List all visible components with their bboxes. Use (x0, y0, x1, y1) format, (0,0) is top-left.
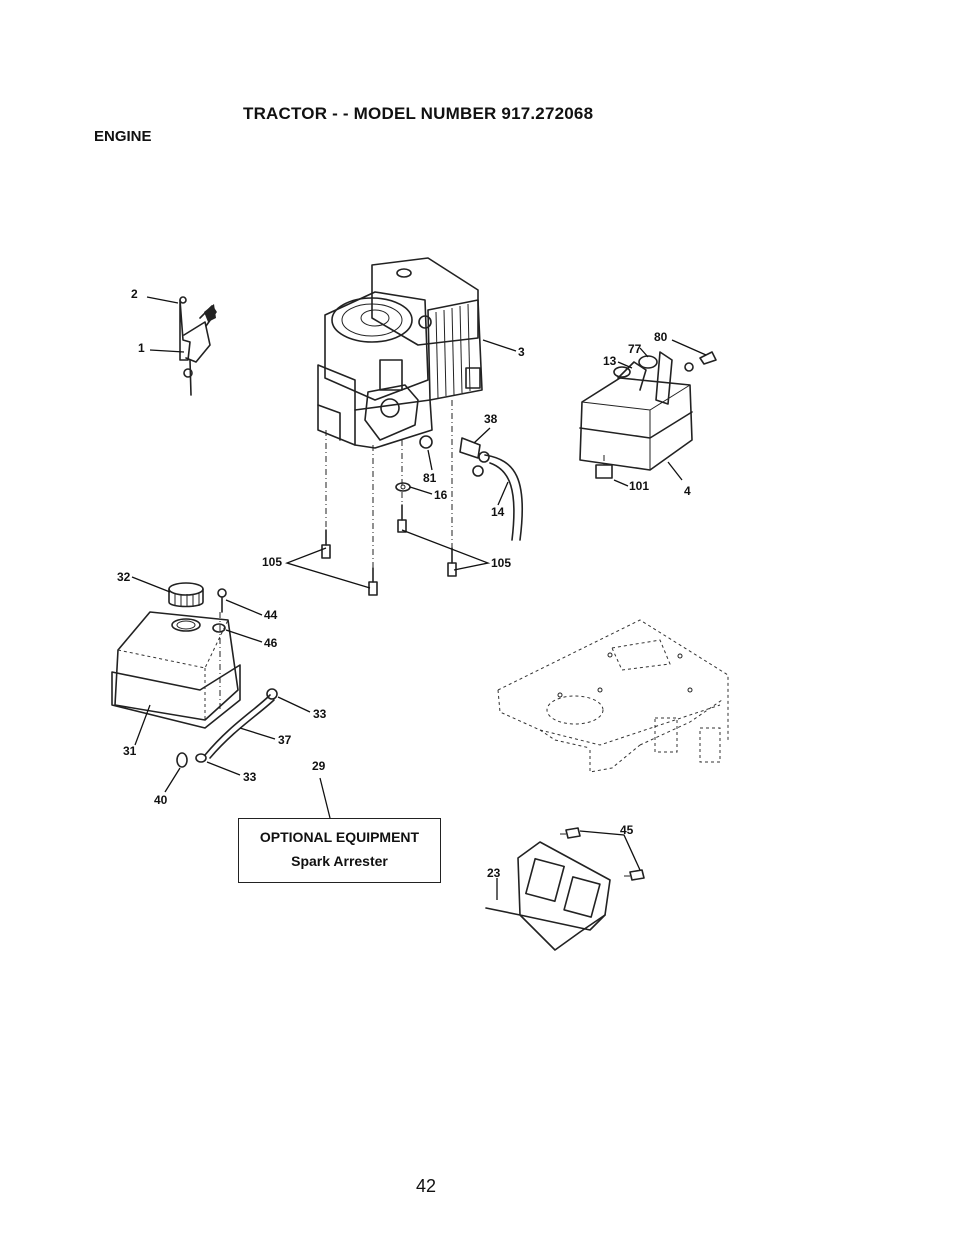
callout-101: 101 (629, 479, 649, 493)
callout-4: 4 (684, 484, 691, 498)
fuel-line-parts (176, 688, 278, 768)
leader-3 (482, 339, 517, 352)
callout-105-right: 105 (491, 556, 511, 570)
page-number: 42 (416, 1176, 437, 1196)
callout-77: 77 (628, 342, 642, 356)
callout-38: 38 (484, 412, 498, 426)
bolt-105-part (321, 504, 457, 596)
callout-81: 81 (423, 471, 437, 485)
callout-33-upper: 33 (313, 707, 327, 721)
leader-16 (409, 486, 433, 495)
engine-part (317, 257, 483, 449)
leader-80 (671, 339, 707, 356)
callout-3: 3 (518, 345, 525, 359)
leader-4 (667, 461, 683, 481)
leader-33a (277, 696, 311, 713)
fuel-fitting-parts (395, 435, 524, 541)
leader-105a (284, 547, 371, 589)
callout-33-lower: 33 (243, 770, 257, 784)
callout-37: 37 (278, 733, 292, 747)
page-title: TRACTOR - - MODEL NUMBER 917.272068 (243, 104, 594, 123)
leader-101 (613, 479, 629, 487)
optional-equipment-item: Spark Arrester (291, 853, 388, 869)
callout-1: 1 (138, 341, 145, 355)
leader-81 (427, 449, 433, 471)
callout-44: 44 (264, 608, 278, 622)
callout-2: 2 (131, 287, 138, 301)
section-label: ENGINE (94, 128, 152, 145)
optional-equipment-heading: OPTIONAL EQUIPMENT (259, 829, 420, 845)
leader-105b (401, 529, 491, 571)
screw-washer-parts (212, 588, 227, 710)
callout-23: 23 (487, 866, 501, 880)
callout-16: 16 (434, 488, 448, 502)
leader-33b (206, 761, 241, 776)
muffler-part (579, 351, 717, 479)
leader-13 (617, 361, 633, 369)
leader-77 (639, 347, 649, 358)
leader-46 (225, 629, 263, 643)
leader-32 (131, 576, 171, 593)
throttle-control-part (179, 296, 217, 396)
callout-45: 45 (620, 823, 634, 837)
callout-29: 29 (312, 759, 326, 773)
leader-38 (473, 427, 491, 444)
callout-105-left: 105 (262, 555, 282, 569)
callout-80: 80 (654, 330, 668, 344)
leader-1 (149, 349, 185, 353)
callout-31: 31 (123, 744, 137, 758)
frame-part (497, 619, 729, 773)
callout-32: 32 (117, 570, 131, 584)
leader-45 (579, 830, 641, 871)
fuel-tank-part (111, 582, 241, 729)
leader-37 (239, 727, 276, 740)
callout-13: 13 (603, 354, 617, 368)
callout-46: 46 (264, 636, 278, 650)
callout-40: 40 (154, 793, 168, 807)
leader-2 (146, 296, 179, 304)
callout-14: 14 (491, 505, 505, 519)
leader-29 (319, 777, 331, 819)
leader-40 (164, 767, 181, 793)
spark-arrester-part (485, 827, 645, 951)
leader-31 (134, 704, 151, 746)
leader-44 (225, 599, 263, 616)
optional-equipment-box: OPTIONAL EQUIPMENT Spark Arrester (238, 818, 441, 883)
leader-14 (497, 481, 509, 506)
